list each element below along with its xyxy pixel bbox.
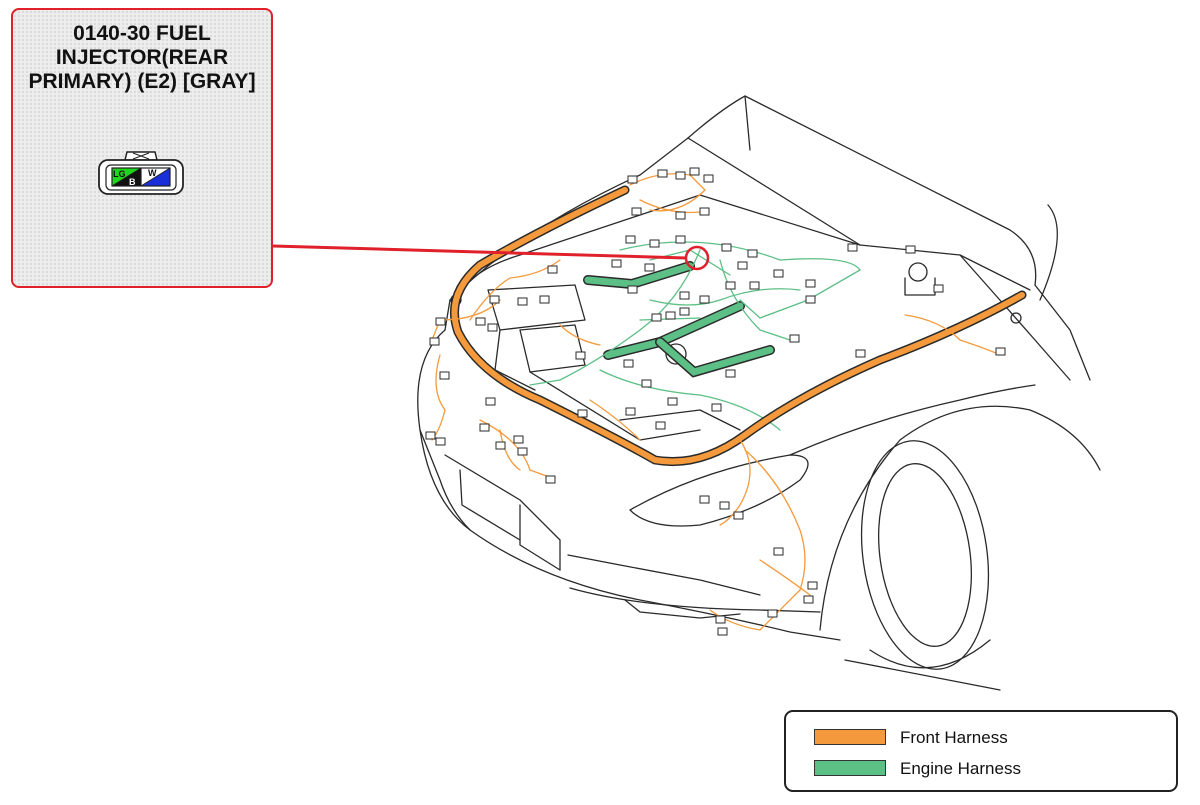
pin-label-b: B: [129, 177, 136, 187]
callout-title-line-2: INJECTOR(REAR: [55, 46, 229, 69]
legend-label-engine-harness: Engine Harness: [900, 759, 1021, 778]
engine-harness: [529, 241, 861, 431]
engine-harness-swatch: [814, 760, 886, 776]
pin-label-lg: LG: [113, 169, 126, 179]
front-harness-swatch: [814, 729, 886, 745]
callout-title-line-1: 0140-30 FUEL: [73, 22, 211, 45]
callout-title: 0140-30 FUEL INJECTOR(REAR PRIMARY) (E2)…: [13, 22, 271, 94]
callout-leader: [272, 244, 710, 271]
legend-label-front-harness: Front Harness: [900, 728, 1008, 747]
callout-title-line-3: PRIMARY) (E2) [GRAY]: [28, 70, 256, 93]
harness-legend: Front Harness Engine Harness: [784, 710, 1178, 792]
pin-label-w: W: [148, 168, 157, 178]
connector-callout: 0140-30 FUEL INJECTOR(REAR PRIMARY) (E2)…: [11, 8, 273, 288]
connector-face-icon: LG W B: [98, 151, 184, 195]
harness-connectors: [425, 167, 1006, 636]
highlight-circle: [684, 245, 710, 271]
